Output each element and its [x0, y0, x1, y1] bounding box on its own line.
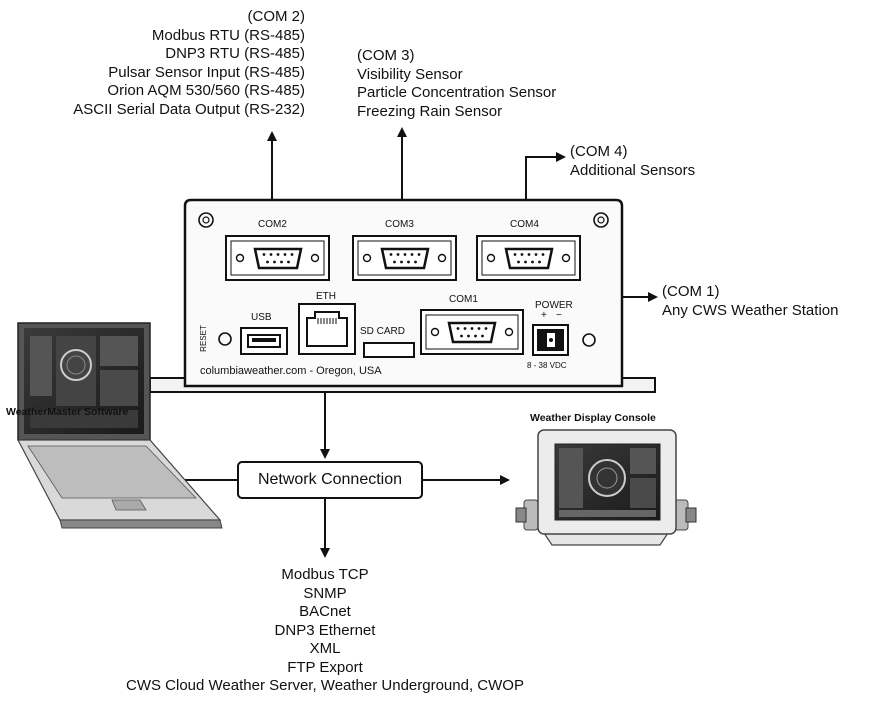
com2-label: (COM 2) Modbus RTU (RS-485) DNP3 RTU (RS…: [73, 8, 305, 119]
device-footer: columbiaweather.com - Oregon, USA: [200, 365, 382, 377]
com3-item: Particle Concentration Sensor: [357, 84, 557, 101]
weather-console-icon: [515, 429, 697, 546]
reset-button-icon: [218, 332, 232, 346]
com1-label: (COM 1) Any CWS Weather Station: [662, 283, 838, 320]
protocol-item: DNP3 Ethernet: [274, 621, 376, 639]
com2-item: Modbus RTU (RS-485): [151, 26, 305, 44]
com4-item: Additional Sensors: [570, 161, 696, 179]
port-label-com4: COM4: [510, 219, 539, 230]
com2-header: (COM 2): [247, 8, 306, 25]
db9-connector-com1: [420, 309, 524, 355]
network-connection-label: Network Connection: [257, 471, 403, 488]
com2-item: ASCII Serial Data Output (RS-232): [73, 100, 305, 118]
console-title: Weather Display Console: [530, 412, 656, 424]
port-label-eth: ETH: [316, 291, 336, 302]
port-label-com1: COM1: [449, 294, 478, 305]
sd-card-slot-icon: [363, 342, 415, 358]
com4-label: (COM 4) Additional Sensors: [570, 143, 695, 180]
software-title: WeatherMaster Software: [6, 406, 129, 418]
indicator-led-icon: [582, 333, 596, 347]
protocol-item: FTP Export: [287, 658, 363, 676]
com2-item: DNP3 RTU (RS-485): [165, 45, 305, 62]
protocol-item: SNMP: [303, 584, 347, 602]
com1-header: (COM 1): [662, 283, 720, 300]
port-label-sd-card: SD CARD: [360, 326, 406, 337]
network-connection-box: Network Connection: [237, 461, 423, 499]
com3-item: Freezing Rain Sensor: [357, 102, 503, 120]
port-label-com2: COM2: [258, 219, 287, 230]
port-label-usb: USB: [251, 312, 272, 323]
power-terminal-icon: [532, 324, 569, 356]
protocols-list: Modbus TCP SNMP BACnet DNP3 Ethernet XML…: [40, 566, 610, 696]
mounting-screw-icon: [198, 212, 214, 228]
ethernet-port-icon: [298, 303, 356, 355]
com3-label: (COM 3) Visibility Sensor Particle Conce…: [357, 47, 556, 121]
db9-connector-com4: [476, 235, 581, 281]
port-label-power: POWER: [535, 300, 573, 311]
power-minus: −: [556, 310, 562, 321]
port-label-com3: COM3: [385, 219, 414, 230]
protocol-item: Modbus TCP: [281, 566, 369, 583]
com2-item: Orion AQM 530/560 (RS-485): [107, 82, 305, 99]
laptop-icon: [17, 322, 223, 529]
com4-header: (COM 4): [570, 143, 628, 160]
protocol-item: CWS Cloud Weather Server, Weather Underg…: [126, 677, 524, 694]
com3-header: (COM 3): [357, 47, 415, 64]
protocol-item: XML: [309, 640, 341, 657]
usb-port-icon: [240, 327, 288, 355]
com2-item: Pulsar Sensor Input (RS-485): [108, 63, 305, 81]
db9-connector-com2: [225, 235, 330, 281]
protocol-item: BACnet: [299, 603, 351, 620]
com1-item: Any CWS Weather Station: [662, 301, 839, 319]
mounting-screw-icon: [593, 212, 609, 228]
voltage-label: 8 - 38 VDC: [527, 361, 567, 370]
com3-item: Visibility Sensor: [357, 65, 463, 83]
db9-connector-com3: [352, 235, 457, 281]
power-plus: +: [541, 310, 547, 321]
port-label-reset: RESET: [198, 325, 208, 352]
